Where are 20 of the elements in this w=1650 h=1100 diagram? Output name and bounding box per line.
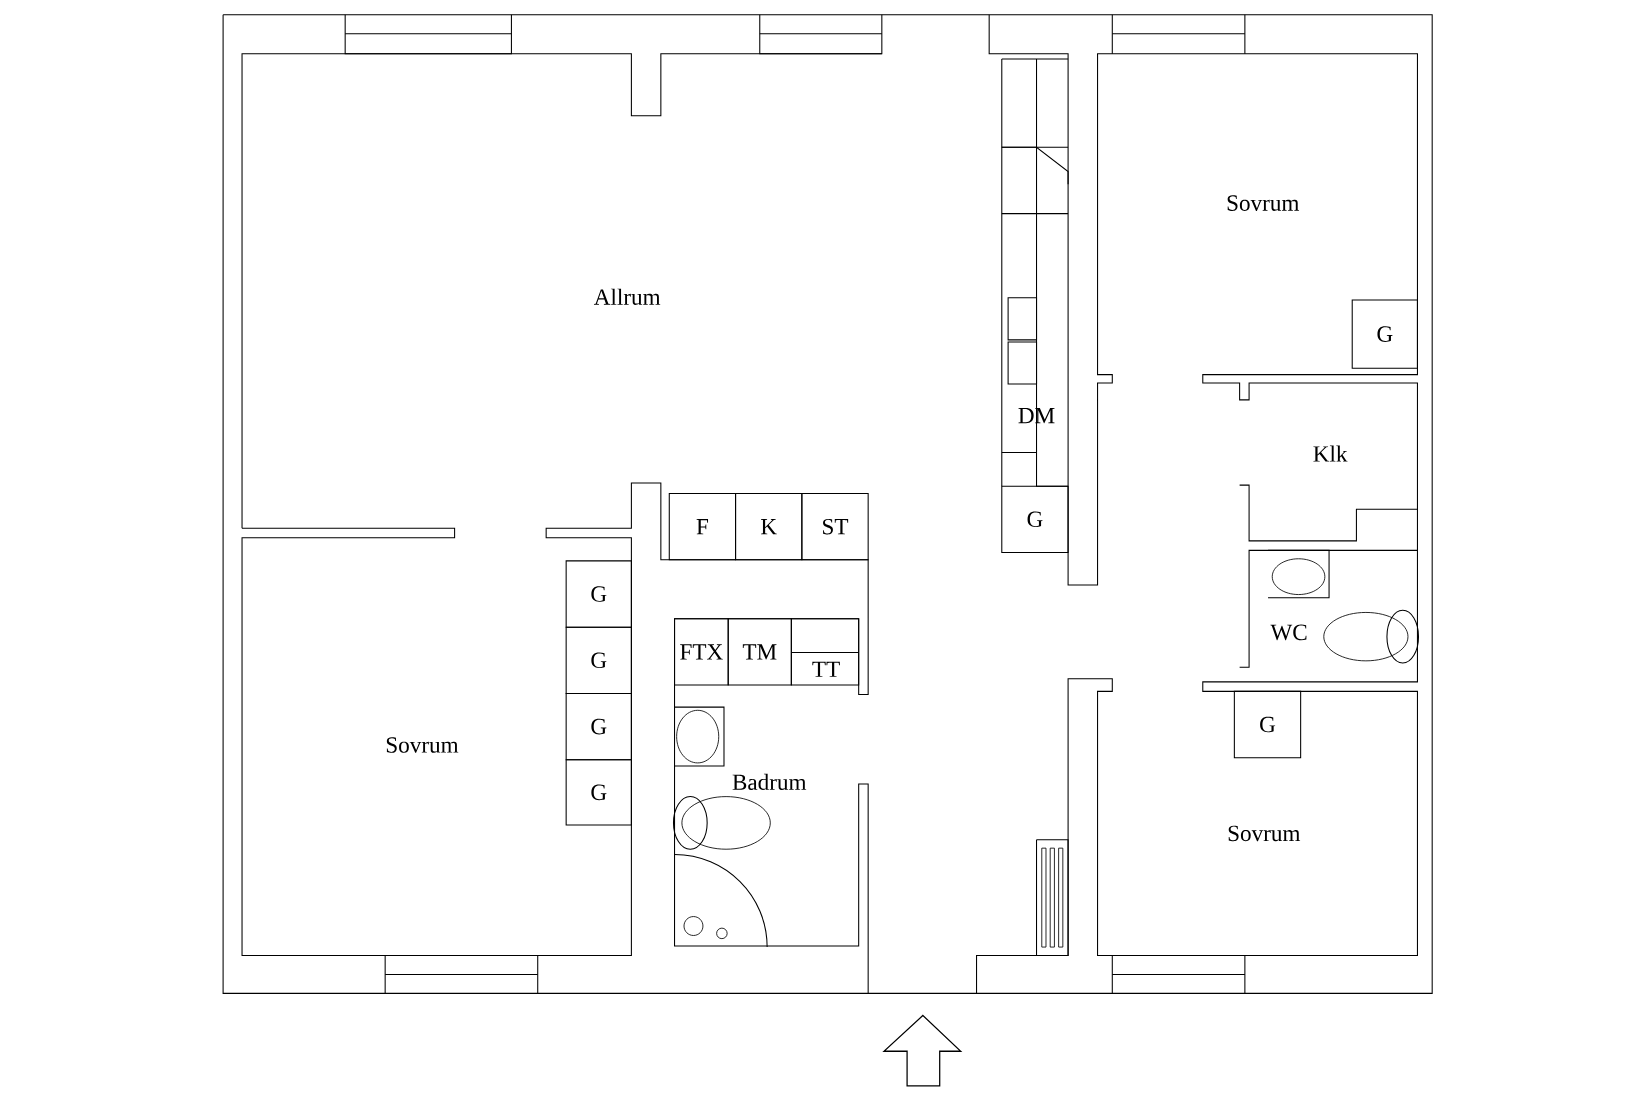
cabinet-box: TM xyxy=(727,618,792,686)
cabinet-box: G xyxy=(1351,299,1418,369)
cabinet-box: TT xyxy=(790,618,860,686)
room-label: Badrum xyxy=(732,773,807,791)
room-label: Klk xyxy=(1313,445,1348,462)
room-label: Sovrum xyxy=(1228,825,1301,842)
room-label: Sovrum xyxy=(1227,195,1300,212)
cabinet-box: G xyxy=(1001,485,1069,554)
room-label: Allrum xyxy=(593,288,661,306)
cabinet-box: G xyxy=(565,626,632,695)
cabinet-box: G xyxy=(565,759,632,826)
cabinet-box: G xyxy=(565,693,632,761)
cabinet-box: FTX xyxy=(674,618,729,686)
room-label: WC xyxy=(1270,624,1307,641)
cabinet-box: K xyxy=(735,493,803,561)
room-label: Sovrum xyxy=(386,737,459,753)
cabinet-box: G xyxy=(1233,691,1302,759)
cabinet-box: ST xyxy=(801,493,869,561)
cabinet-box: F xyxy=(668,493,737,561)
cabinet-box: G xyxy=(565,560,632,628)
